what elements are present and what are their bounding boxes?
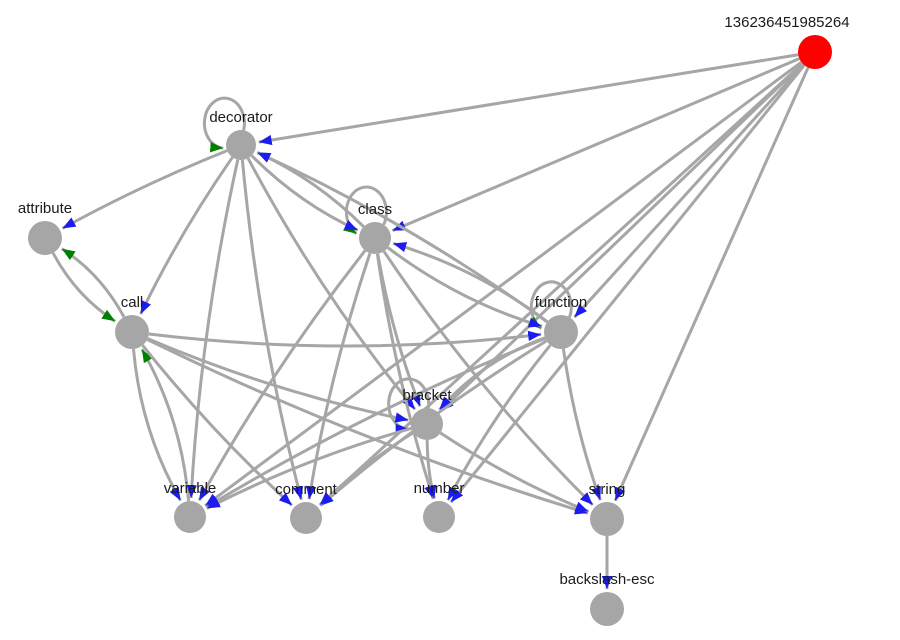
edge-call-variable	[131, 348, 182, 502]
node-variable[interactable]	[174, 501, 206, 533]
node-bracket[interactable]	[411, 408, 443, 440]
edge-root-class	[391, 57, 800, 232]
edge-decorator-attribute	[61, 149, 228, 230]
node-label-variable: variable	[164, 480, 217, 497]
edge-root-function	[573, 63, 805, 319]
node-comment[interactable]	[290, 502, 322, 534]
node-number[interactable]	[423, 501, 455, 533]
edge-root-variable	[204, 60, 803, 507]
node-attribute[interactable]	[28, 221, 62, 255]
node-label-string: string	[589, 481, 626, 498]
node-label-call: call	[121, 294, 144, 311]
edge-decorator-call	[139, 156, 234, 315]
node-label-function: function	[535, 294, 588, 311]
edge-class-string	[382, 250, 594, 506]
node-label-comment: comment	[275, 481, 338, 498]
edge-call-function	[148, 330, 542, 348]
edge-class-variable	[197, 249, 367, 502]
node-backslash-esc[interactable]	[590, 592, 624, 626]
node-root[interactable]	[798, 35, 832, 69]
edge-decorator-bracket	[246, 157, 417, 411]
edge-attribute-call	[51, 252, 116, 323]
edge-variable-call	[140, 348, 191, 502]
node-label-decorator: decorator	[209, 109, 272, 126]
node-label-attribute: attribute	[18, 200, 72, 217]
edge-decorator-comment	[240, 159, 304, 500]
edge-class-function	[386, 246, 543, 328]
edge-function-string	[561, 348, 602, 501]
edge-bracket-string	[439, 431, 590, 513]
node-label-backslash-esc: backslash-esc	[559, 571, 655, 588]
edge-class-comment	[306, 252, 372, 500]
node-call[interactable]	[115, 315, 149, 349]
node-label-number: number	[414, 480, 465, 497]
edge-root-decorator	[258, 53, 799, 146]
edge-call-comment	[141, 344, 293, 507]
node-string[interactable]	[590, 502, 624, 536]
edge-call-string	[146, 338, 589, 515]
node-function[interactable]	[544, 315, 578, 349]
edge-bracket-number	[425, 439, 437, 499]
edge-call-bracket	[147, 337, 409, 423]
edge-function-number	[446, 344, 552, 501]
edge-decorator-variable	[186, 159, 240, 499]
node-label-root: 136236451985264	[724, 14, 849, 31]
node-class[interactable]	[359, 222, 391, 254]
edge-root-bracket	[439, 62, 804, 412]
edge-decorator-decorator-self-loop	[202, 96, 246, 153]
node-label-bracket: bracket	[402, 387, 452, 404]
edge-function-function-self-loop	[527, 280, 573, 330]
edge-bracket-comment	[318, 431, 415, 506]
edge-class-number	[375, 253, 435, 500]
node-decorator[interactable]	[226, 130, 256, 160]
edge-bracket-variable	[206, 426, 413, 510]
edge-root-string	[613, 66, 810, 502]
edge-function-decorator	[256, 151, 549, 324]
edge-decorator-class	[250, 154, 359, 232]
edge-root-number	[449, 64, 806, 504]
edge-call-attribute	[61, 247, 126, 318]
edge-function-variable	[205, 336, 546, 509]
node-label-class: class	[358, 201, 392, 218]
